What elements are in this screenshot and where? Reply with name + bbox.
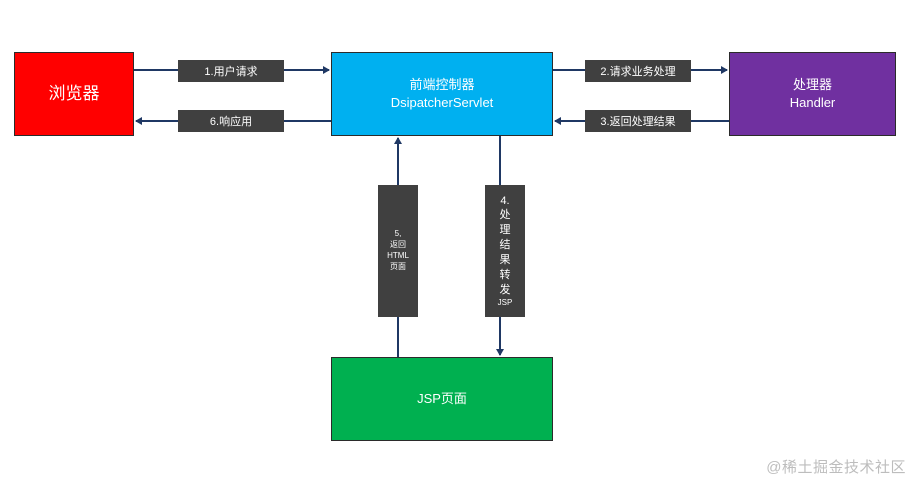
label-html-page-return: 返回	[390, 240, 406, 250]
label-user-request-text: 1.用户请求	[204, 66, 258, 78]
label-forward-jsp: 4. 处 理 结 果 转 发 JSP	[485, 185, 525, 317]
handler-subtitle: Handler	[789, 95, 836, 110]
label-forward-char: 发	[499, 283, 511, 296]
label-forward-char: 转	[499, 268, 511, 281]
label-response: 6.响应用	[178, 110, 284, 132]
label-forward-char: 结	[499, 239, 511, 252]
label-forward-char: 4.	[500, 194, 510, 207]
jsp-page-title: JSP页面	[417, 391, 467, 407]
watermark: @稀土掘金技术社区	[766, 459, 906, 476]
label-user-request: 1.用户请求	[178, 60, 284, 82]
jsp-page-box: JSP页面	[331, 357, 553, 441]
label-forward-char: 果	[499, 254, 511, 267]
label-html-page-html: HTML	[387, 251, 409, 260]
front-controller-subtitle: DsipatcherServlet	[390, 95, 494, 110]
label-response-text: 6.响应用	[209, 116, 253, 128]
label-forward-jsp-tail: JSP	[497, 297, 513, 307]
label-return-result: 3.返回处理结果	[585, 110, 691, 132]
label-business-request-text: 2.请求业务处理	[600, 66, 676, 78]
label-forward-char: 理	[499, 224, 511, 237]
browser-title: 浏览器	[48, 83, 100, 103]
label-return-result-text: 3.返回处理结果	[600, 116, 676, 128]
handler-title: 处理器	[792, 77, 832, 93]
label-html-page-step: 5,	[394, 229, 402, 239]
label-business-request: 2.请求业务处理	[585, 60, 691, 82]
front-controller-box: 前端控制器 DsipatcherServlet	[331, 52, 553, 136]
label-forward-char: 处	[499, 209, 511, 222]
label-html-page: 5, 返回 HTML 页面	[378, 185, 418, 317]
front-controller-title: 前端控制器	[409, 77, 475, 93]
label-html-page-page: 页面	[390, 261, 406, 271]
handler-box: 处理器 Handler	[729, 52, 896, 136]
browser-box: 浏览器	[14, 52, 134, 136]
